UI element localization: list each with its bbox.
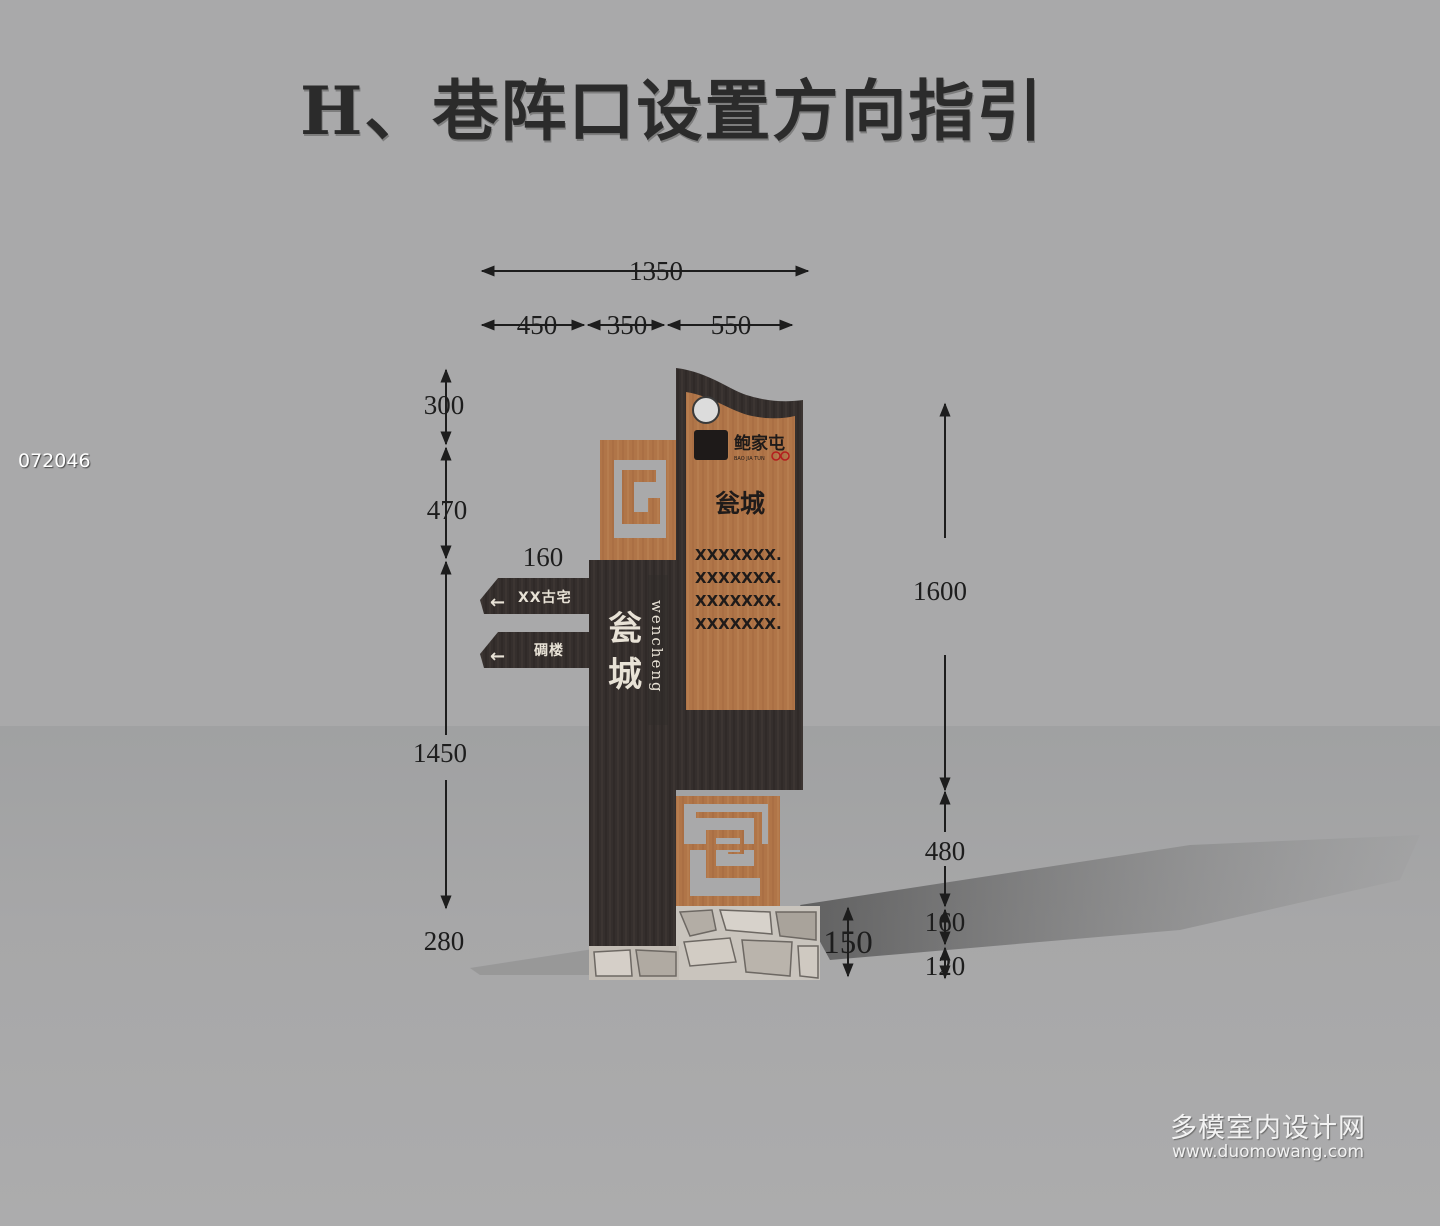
stone-base	[589, 906, 820, 980]
dim-left-upper: 470	[427, 495, 468, 525]
dim-right-panel: 1600	[913, 576, 967, 606]
dim-stone-height: 150	[823, 925, 873, 961]
arrow-2-label: 碉楼	[534, 642, 564, 659]
dim-left-top: 300	[424, 390, 465, 420]
dim-total-width: 1350	[629, 256, 683, 286]
dim-width-mid: 350	[607, 310, 648, 340]
dim-width-left: 450	[517, 310, 558, 340]
info-panel	[686, 392, 795, 710]
panel-circle	[692, 396, 720, 424]
panel-line-4: XXXXXXX.	[695, 615, 782, 633]
panel-line-2: XXXXXXX.	[695, 569, 782, 587]
arrow-board-1	[480, 578, 600, 614]
brand-logo-text: 鲍家屯	[734, 433, 785, 454]
dim-right-foot: 120	[925, 951, 966, 981]
dim-left-arm: 160	[523, 542, 564, 572]
panel-line-1: XXXXXXX.	[695, 546, 782, 564]
arrow-1-label: XX古宅	[518, 589, 572, 606]
left-dark-post	[589, 560, 676, 980]
arrow-2-glyph: ←	[490, 646, 505, 667]
lower-decor-frame	[676, 796, 780, 914]
post-side-strip	[648, 575, 668, 725]
upper-decor-frame	[600, 440, 676, 560]
dim-left-base: 280	[424, 926, 465, 956]
page-title: H、巷阵口设置方向指引	[300, 72, 1045, 150]
watermark-url[interactable]: www.duomowang.com	[1172, 1142, 1365, 1162]
panel-line-3: XXXXXXX.	[695, 592, 782, 610]
dim-right-stone: 160	[925, 907, 966, 937]
arrow-board-2	[480, 632, 600, 668]
post-title-2: 城	[608, 655, 642, 695]
dim-left-lower: 1450	[413, 738, 467, 768]
post-title-1: 瓮	[608, 609, 642, 649]
cast-shadow	[800, 835, 1420, 960]
brand-logo-small: BAO JIA TUN	[734, 456, 765, 462]
panel-heading: 瓮城	[715, 489, 765, 518]
watermark-name: 多模室内设计网	[1170, 1113, 1366, 1144]
cast-shadow-ground	[470, 948, 600, 975]
brand-logo: 鲍家屯 BAO JIA TUN	[694, 430, 790, 462]
dim-width-right: 550	[711, 310, 752, 340]
image-code: 072046	[18, 450, 91, 472]
arrow-1-glyph: ←	[490, 592, 505, 613]
post-pinyin: wencheng	[648, 600, 666, 694]
dim-right-frame: 480	[925, 836, 966, 866]
